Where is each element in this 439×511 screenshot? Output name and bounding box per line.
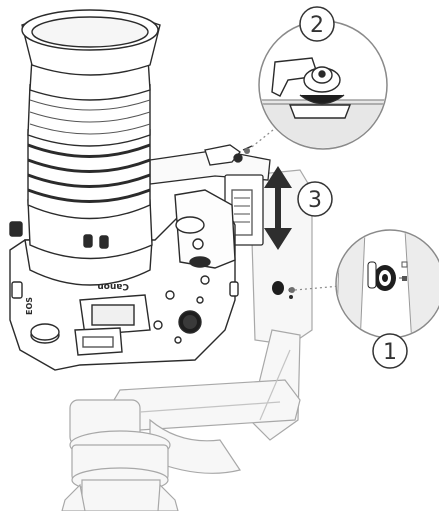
unlock-icon [399, 276, 407, 281]
leader-lines [247, 117, 341, 291]
zoom-detail-clamp [258, 20, 388, 150]
camera-lens [9, 9, 161, 286]
gimbal [61, 169, 313, 511]
camera-brand-label: Canon [97, 281, 129, 291]
camera-model-label: EOS [25, 297, 34, 315]
slide-direction-arrow [264, 166, 292, 250]
leader-dot-2 [244, 148, 250, 154]
callout-3-label: 3 [308, 188, 322, 213]
callout-2: 2 [299, 6, 335, 42]
callout-3: 3 [297, 181, 333, 217]
camera-plate [149, 144, 271, 246]
lock-icon [401, 261, 408, 268]
zoom-detail-screw-lock [335, 229, 439, 339]
callout-1-label: 1 [383, 340, 397, 365]
callout-2-label: 2 [310, 13, 324, 38]
leader-dot-1 [289, 287, 295, 293]
callout-1: 1 [372, 333, 408, 369]
